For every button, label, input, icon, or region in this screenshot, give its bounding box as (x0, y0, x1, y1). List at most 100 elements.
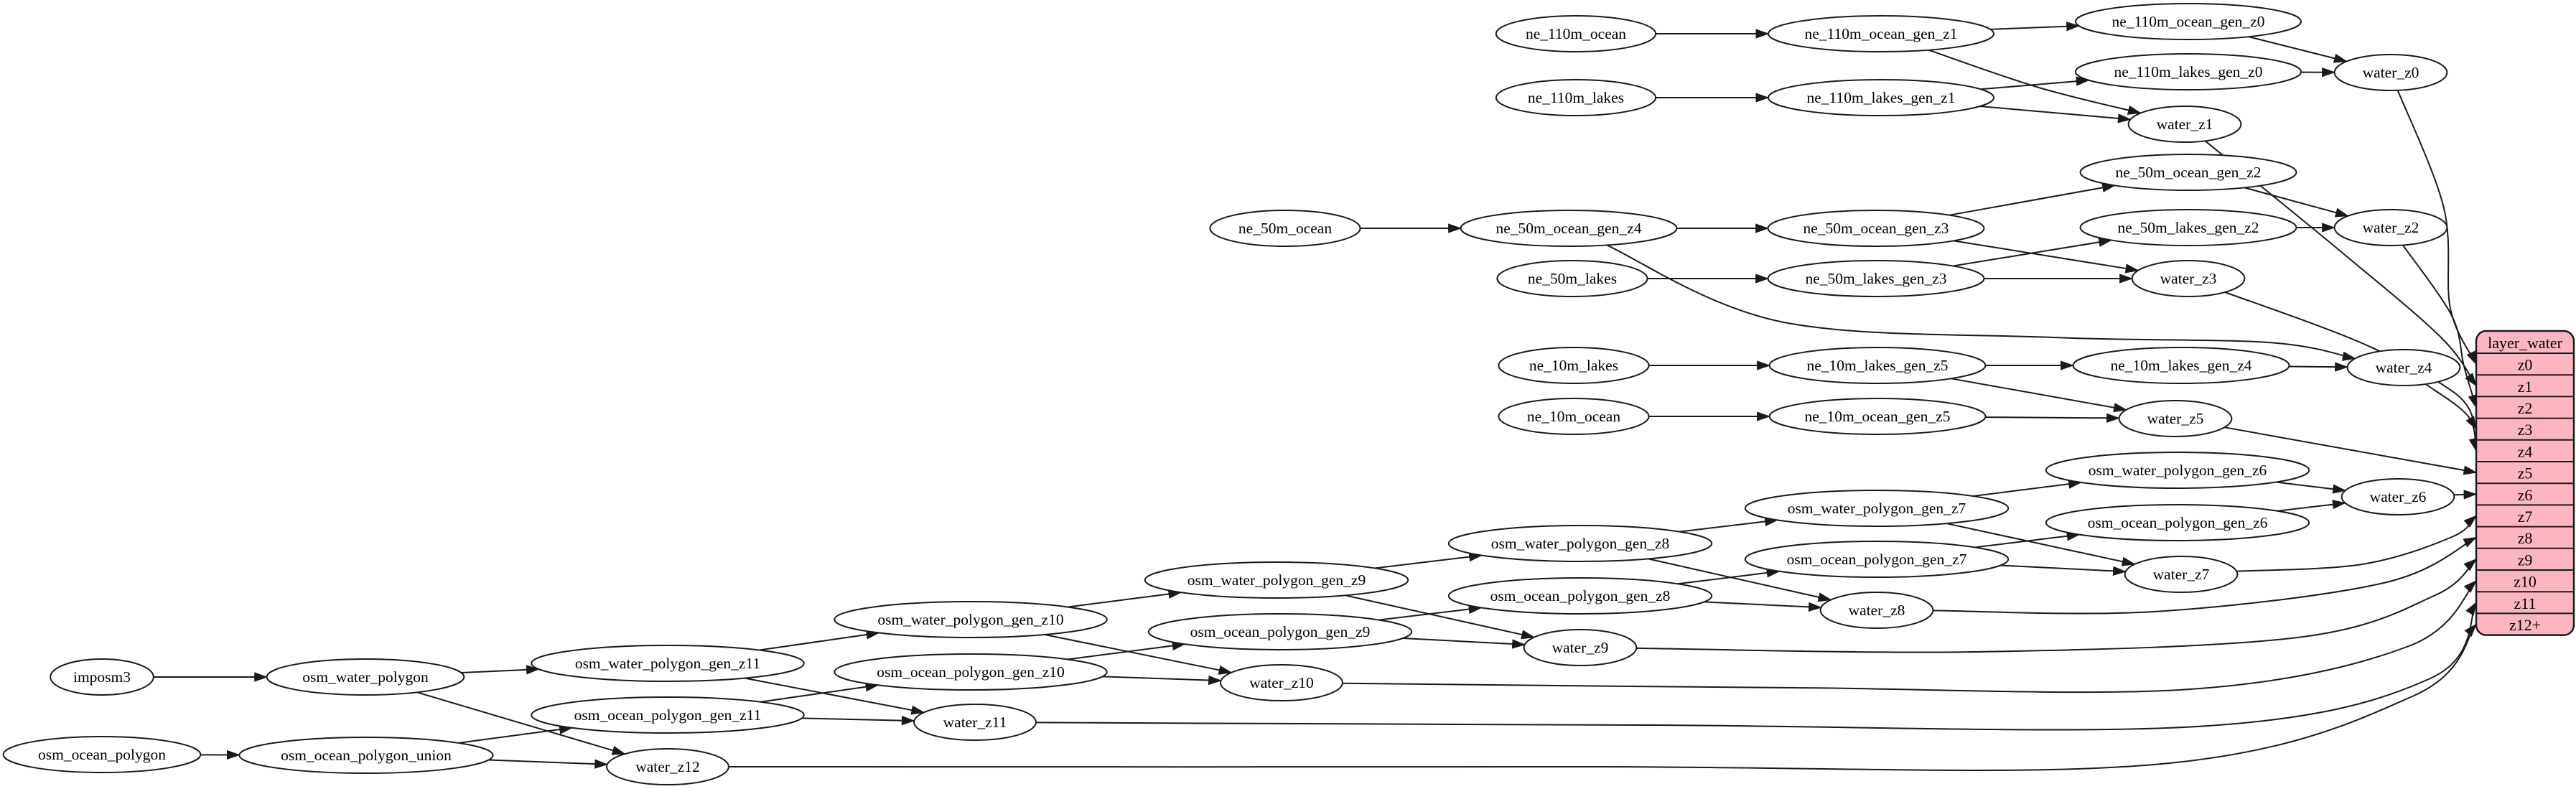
edge-osm_water_polygon_gen_z10-to-water_z10 (1045, 634, 1233, 675)
graph-node-water_z6: water_z6 (2341, 478, 2455, 515)
graph-node-ne_10m_ocean: ne_10m_ocean (1498, 398, 1650, 435)
node-label-ne_50m_ocean_gen_z2: ne_50m_ocean_gen_z2 (2116, 164, 2262, 181)
node-ellipse-water_z0 (2333, 54, 2448, 91)
node-label-ne_50m_ocean_gen_z4: ne_50m_ocean_gen_z4 (1496, 220, 1642, 237)
node-label-ne_10m_ocean_gen_z5: ne_10m_ocean_gen_z5 (1805, 408, 1951, 425)
node-ellipse-osm_water_polygon (266, 658, 465, 696)
edge-water_z0-to-layer_water-z0 (2397, 90, 2477, 365)
node-label-water_z2: water_z2 (2363, 219, 2419, 236)
graph-node-osm_water_polygon_gen_z7: osm_water_polygon_gen_z7 (1744, 490, 2010, 527)
node-label-ne_50m_ocean_gen_z3: ne_50m_ocean_gen_z3 (1803, 220, 1949, 237)
table-row-z0: z0 (2518, 356, 2533, 374)
edge-osm_ocean_polygon_gen_z9-to-osm_ocean_polygon_gen_z8 (1378, 604, 1483, 621)
node-ellipse-imposm3 (50, 658, 154, 696)
graph-node-ne_110m_lakes_gen_z0: ne_110m_lakes_gen_z0 (2075, 53, 2302, 90)
node-ellipse-osm_water_polygon_gen_z8 (1447, 525, 1713, 562)
edge-water_z9-to-layer_water-z9 (1636, 558, 2478, 653)
graph-edges (153, 22, 2478, 771)
edge-water_z6-to-layer_water-z6 (2453, 490, 2478, 500)
edge-osm_water_polygon_gen_z11-to-osm_water_polygon_gen_z10 (759, 630, 880, 651)
graph-node-ne_110m_ocean: ne_110m_ocean (1495, 15, 1657, 52)
edge-osm_ocean_polygon_gen_z11-to-water_z11 (801, 715, 915, 726)
node-ellipse-ne_110m_ocean_gen_z1 (1768, 15, 1994, 52)
graph-nodes: ne_110m_ocean ne_110m_ocean_gen_z1 ne_110m… (2, 3, 2461, 785)
graph-node-water_z9: water_z9 (1523, 629, 1638, 666)
edge-osm_ocean_polygon_gen_z10-to-osm_ocean_polygon_gen_z9 (1067, 640, 1186, 660)
table-row-z4: z4 (2518, 442, 2533, 460)
edge-osm_ocean_polygon_gen_z9-to-water_z9 (1402, 638, 1526, 649)
edge-osm_water_polygon_gen_z11-to-water_z11 (745, 677, 925, 715)
node-ellipse-ne_110m_lakes_gen_z1 (1768, 79, 1994, 116)
node-label-water_z4: water_z4 (2376, 359, 2432, 376)
graph-node-ne_50m_ocean: ne_50m_ocean (1209, 210, 1361, 247)
node-label-osm_water_polygon_gen_z9: osm_water_polygon_gen_z9 (1187, 571, 1366, 589)
node-label-osm_ocean_polygon: osm_ocean_polygon (38, 746, 166, 763)
edge-water_z8-to-layer_water-z8 (1933, 536, 2478, 615)
node-label-water_z5: water_z5 (2147, 410, 2204, 427)
node-ellipse-ne_110m_lakes_gen_z0 (2075, 53, 2302, 90)
graph-node-ne_10m_lakes: ne_10m_lakes (1498, 347, 1650, 384)
edge-osm_water_polygon_gen_z8-to-water_z8 (1648, 558, 1832, 602)
layer-water-table-title: layer_water (2488, 334, 2562, 352)
edge-ne_10m_lakes_gen_z5-to-water_z5 (1951, 378, 2128, 413)
graph-node-ne_110m_ocean_gen_z1: ne_110m_ocean_gen_z1 (1768, 15, 1994, 52)
graph-node-ne_50m_ocean_gen_z2: ne_50m_ocean_gen_z2 (2079, 154, 2297, 191)
node-label-imposm3: imposm3 (73, 668, 131, 686)
graph-node-ne_50m_lakes: ne_50m_lakes (1496, 260, 1648, 297)
node-ellipse-ne_10m_lakes_gen_z5 (1768, 347, 1987, 384)
node-label-water_z1: water_z1 (2157, 116, 2213, 133)
graph-node-ne_50m_lakes_gen_z3: ne_50m_lakes_gen_z3 (1767, 260, 1985, 297)
node-ellipse-water_z11 (913, 704, 1037, 741)
edge-ne_50m_ocean_gen_z2-to-water_z2 (2244, 187, 2349, 218)
node-label-ne_10m_lakes_gen_z4: ne_10m_lakes_gen_z4 (2110, 357, 2251, 374)
node-label-ne_50m_ocean: ne_50m_ocean (1238, 220, 1332, 237)
graph-node-osm_water_polygon: osm_water_polygon (266, 658, 465, 696)
edge-osm_water_polygon-to-osm_water_polygon_gen_z11 (461, 665, 541, 675)
node-ellipse-osm_ocean_polygon_gen_z8 (1447, 577, 1713, 615)
node-ellipse-osm_water_polygon_gen_z9 (1144, 561, 1409, 599)
node-ellipse-osm_ocean_polygon_gen_z6 (2045, 504, 2310, 541)
node-ellipse-water_z2 (2333, 209, 2448, 246)
node-label-water_z9: water_z9 (1552, 639, 1609, 656)
edge-ne_50m_ocean_gen_z3-to-water_z3 (1953, 240, 2139, 274)
edge-water_z12-to-layer_water-z12+ (728, 623, 2478, 771)
edge-water_z2-to-layer_water-z2 (2402, 244, 2478, 408)
node-label-ne_110m_lakes_gen_z1: ne_110m_lakes_gen_z1 (1807, 89, 1956, 106)
node-ellipse-ne_10m_ocean (1498, 398, 1650, 435)
graph-node-ne_10m_ocean_gen_z5: ne_10m_ocean_gen_z5 (1768, 398, 1987, 435)
graph-node-imposm3: imposm3 (50, 658, 154, 696)
graph-node-ne_110m_lakes_gen_z1: ne_110m_lakes_gen_z1 (1768, 79, 1994, 116)
edge-ne_10m_lakes_gen_z4-to-water_z4 (2289, 362, 2349, 372)
edge-osm_ocean_polygon_union-to-osm_ocean_polygon_gen_z11 (458, 724, 574, 744)
edge-osm_ocean_polygon_gen_z11-to-osm_ocean_polygon_gen_z10 (760, 682, 879, 703)
graph-node-ne_110m_ocean_gen_z0: ne_110m_ocean_gen_z0 (2075, 3, 2302, 40)
node-label-ne_10m_lakes_gen_z5: ne_10m_lakes_gen_z5 (1806, 357, 1948, 374)
node-ellipse-ne_50m_ocean_gen_z4 (1460, 210, 1678, 247)
node-ellipse-osm_water_polygon_gen_z10 (834, 601, 1108, 638)
node-label-ne_50m_lakes_gen_z2: ne_50m_lakes_gen_z2 (2117, 219, 2259, 236)
node-ellipse-osm_ocean_polygon_gen_z9 (1147, 613, 1413, 650)
layer-water-table: layer_waterz0z1z2z3z4z5z6z7z8z9z10z11z12… (2475, 330, 2575, 636)
node-ellipse-water_z1 (2127, 106, 2242, 143)
node-label-water_z7: water_z7 (2153, 566, 2210, 583)
node-ellipse-water_z6 (2341, 478, 2455, 515)
edge-osm_ocean_polygon_gen_z7-to-osm_ocean_polygon_gen_z6 (1974, 531, 2081, 548)
graph-node-water_z0: water_z0 (2333, 54, 2448, 91)
edge-osm_ocean_polygon_gen_z6-to-water_z6 (2277, 500, 2346, 512)
edge-osm_water_polygon_gen_z9-to-water_z9 (1345, 594, 1536, 640)
node-ellipse-water_z9 (1523, 629, 1638, 666)
table-row-z10: z10 (2514, 573, 2537, 591)
table-row-z12+: z12+ (2509, 616, 2541, 634)
edge-osm_ocean_polygon_union-to-water_z12 (488, 759, 609, 769)
edge-ne_110m_lakes_gen_z1-to-water_z1 (1979, 106, 2132, 123)
node-ellipse-water_z4 (2346, 349, 2461, 386)
node-label-water_z6: water_z6 (2370, 488, 2427, 505)
graph-node-osm_ocean_polygon: osm_ocean_polygon (2, 736, 202, 773)
graph-node-water_z11: water_z11 (913, 704, 1037, 741)
node-label-water_z3: water_z3 (2160, 270, 2217, 287)
node-ellipse-ne_110m_lakes (1495, 79, 1657, 116)
node-ellipse-ne_50m_lakes (1496, 260, 1648, 297)
node-label-water_z10: water_z10 (1249, 674, 1314, 691)
edge-osm_water_polygon_gen_z7-to-osm_water_polygon_gen_z6 (1973, 479, 2083, 497)
